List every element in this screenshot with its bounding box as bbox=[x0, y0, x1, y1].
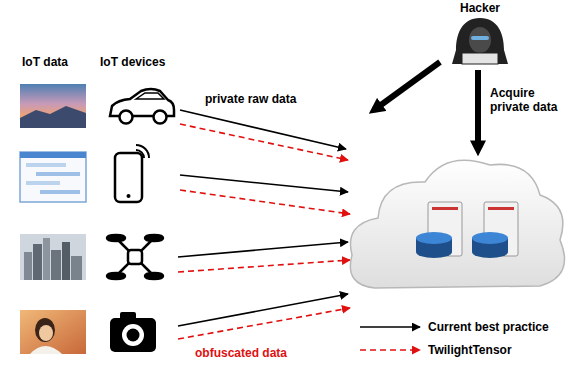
legend-text: Current best practice bbox=[428, 320, 570, 334]
cloud-servers bbox=[350, 160, 564, 288]
legend-text: TwilightTensor bbox=[428, 343, 570, 357]
attack-arrows bbox=[374, 62, 478, 150]
flow-label: private raw data bbox=[205, 92, 325, 106]
chat-screenshot bbox=[20, 152, 86, 202]
legend-sample bbox=[360, 349, 420, 351]
legend-entry: TwilightTensor bbox=[428, 343, 570, 357]
label-box: private raw data bbox=[205, 92, 325, 106]
camera-icon bbox=[110, 312, 156, 352]
hacker-icon bbox=[452, 18, 508, 64]
drone-icon bbox=[107, 235, 163, 279]
obfuscated-data-arrows bbox=[178, 124, 350, 339]
label-box: obfuscated data bbox=[195, 346, 325, 360]
legend-samples bbox=[360, 327, 420, 350]
label-box: Acquire private data bbox=[490, 86, 570, 114]
label-box: IoT data bbox=[22, 55, 102, 69]
label-box: IoT devices bbox=[100, 55, 190, 69]
column-header: IoT devices bbox=[100, 55, 190, 69]
car-icon bbox=[110, 89, 174, 124]
city-photo bbox=[20, 234, 86, 280]
hacker-node: Hacker bbox=[445, 1, 515, 15]
legend-entry: Current best practice bbox=[428, 320, 570, 334]
raw-data-arrows bbox=[178, 110, 348, 326]
flow-label: obfuscated data bbox=[195, 346, 325, 360]
attack-label: Acquire private data bbox=[490, 86, 570, 114]
phone-icon bbox=[115, 145, 149, 202]
person-photo bbox=[20, 310, 86, 354]
node-title: Hacker bbox=[445, 1, 515, 15]
sunset-photo bbox=[20, 84, 86, 128]
column-header: IoT data bbox=[22, 55, 102, 69]
legend-sample bbox=[360, 326, 420, 328]
